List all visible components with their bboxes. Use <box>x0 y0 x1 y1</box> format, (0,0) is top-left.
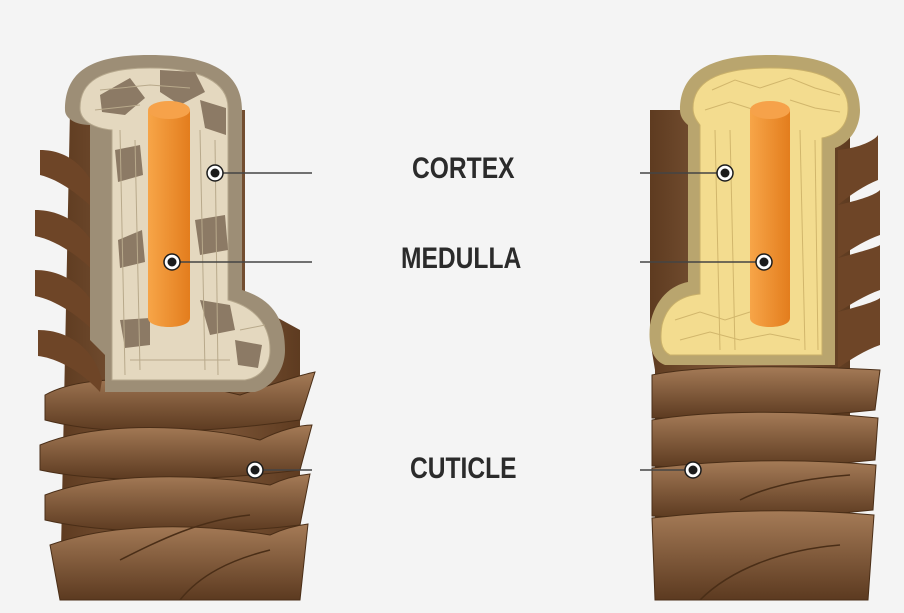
right-side-scales <box>838 135 880 368</box>
left-medulla-top <box>148 101 190 119</box>
left-hair <box>35 55 315 600</box>
label-cuticle: CUTICLE <box>410 452 517 486</box>
right-medulla-top <box>750 101 790 119</box>
label-cortex: CORTEX <box>412 152 515 186</box>
left-cuticle-scales <box>40 372 315 600</box>
right-cuticle-scales <box>652 367 880 600</box>
label-medulla: MEDULLA <box>401 242 521 276</box>
right-hair <box>650 55 880 600</box>
right-medulla <box>750 103 790 327</box>
left-medulla <box>148 103 190 327</box>
